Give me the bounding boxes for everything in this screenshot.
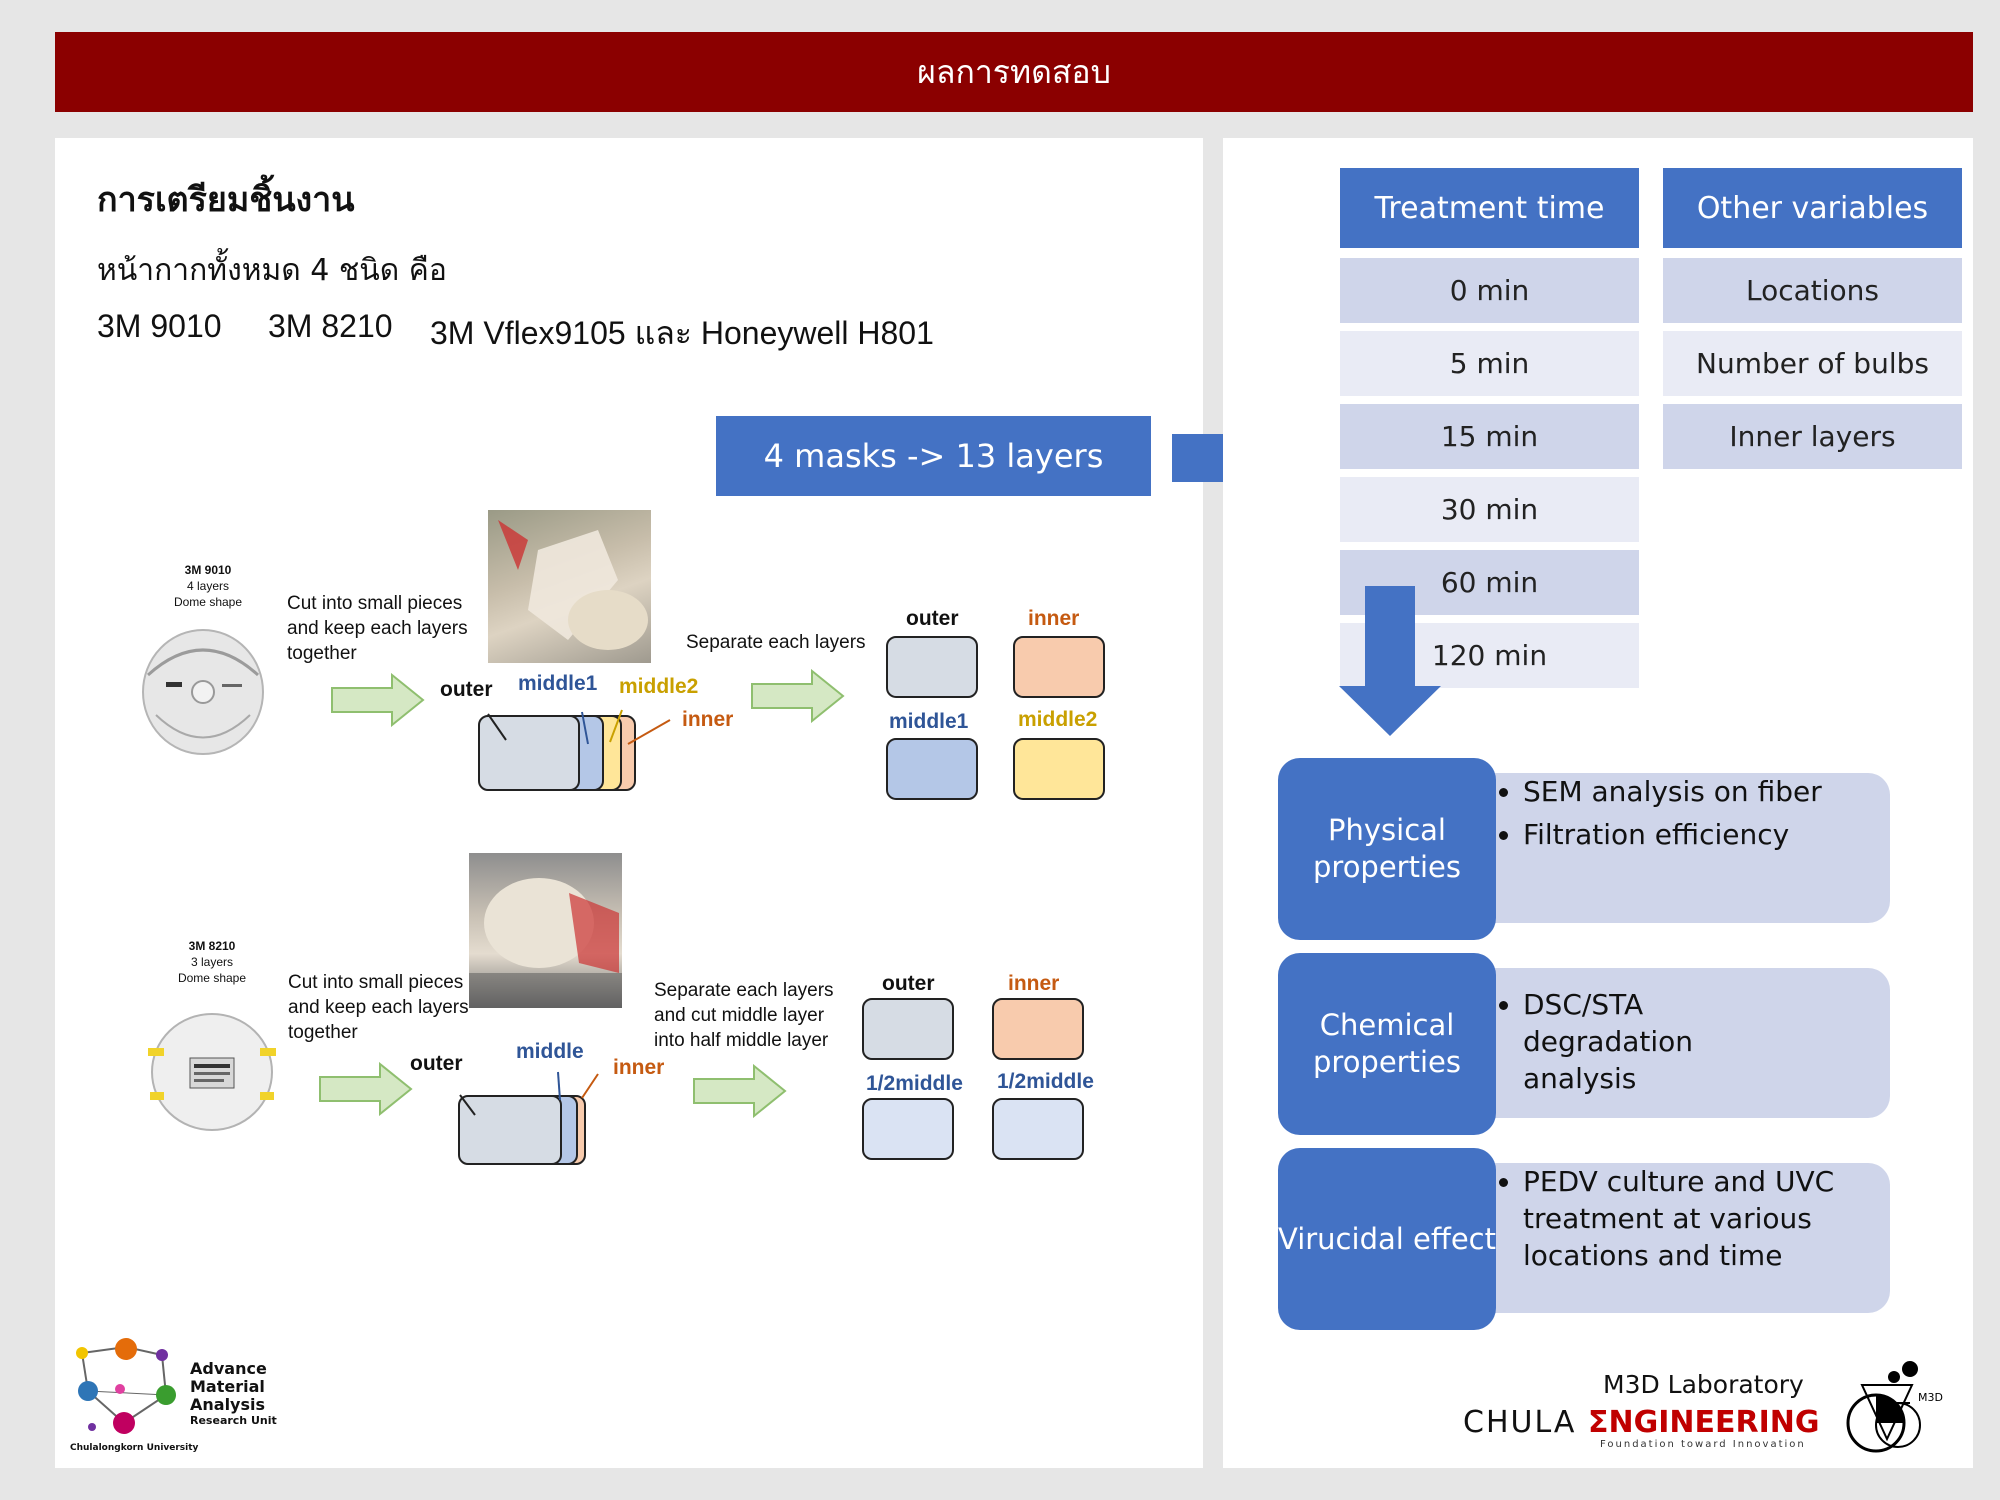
p2-result-inner <box>992 998 1084 1060</box>
mask1-layers: 4 layers <box>186 579 230 593</box>
p1-label-middle1: middle1 <box>518 672 598 695</box>
intro-text: หน้ากากทั้งหมด 4 ชนิด คือ <box>97 253 447 288</box>
mask2-shape: Dome shape <box>177 971 247 985</box>
p1-result-inner <box>1013 636 1105 698</box>
p1-pointer-lines <box>487 709 671 745</box>
logo-university: Chulalongkorn University <box>70 1443 199 1453</box>
other-variable-0: Locations <box>1663 258 1962 323</box>
treatment-time-1: 5 min <box>1340 331 1639 396</box>
cutting-photo-2 <box>469 853 622 1008</box>
treatment-time-3: 30 min <box>1340 477 1639 542</box>
model-3: 3M Vflex9105 และ Honeywell H801 <box>430 315 934 351</box>
p1-result-middle2 <box>1013 738 1105 800</box>
process2-step-text: Cut into small pieces and keep each laye… <box>288 972 469 1043</box>
p1-label-inner: inner <box>682 708 734 731</box>
p1-result-label-inner: inner <box>1028 607 1080 630</box>
chula-text: CHULA <box>1463 1405 1577 1440</box>
other-variable-1: Number of bulbs <box>1663 331 1962 396</box>
mask1-shape: Dome shape <box>173 595 243 609</box>
p1-label-middle2: middle2 <box>619 675 699 698</box>
physical-item-2: Filtration efficiency <box>1523 816 1890 853</box>
p2-label-inner: inner <box>613 1056 665 1079</box>
p2-label-middle: middle <box>516 1040 584 1063</box>
logo-line1: Advance <box>190 1359 267 1378</box>
p2-result-half1 <box>862 1098 954 1160</box>
p1-result-label-middle1: middle1 <box>889 710 969 733</box>
mask1-name: 3M 9010 <box>184 563 232 577</box>
treatment-header: Treatment time <box>1340 168 1639 248</box>
research-unit-logo-icon <box>76 1338 176 1434</box>
mask2-name: 3M 8210 <box>188 939 236 953</box>
p1-stack-outer <box>478 715 580 791</box>
process2-green-arrow-1 <box>319 1062 413 1116</box>
treatment-time-0: 0 min <box>1340 258 1639 323</box>
p2-result-label-half1: 1/2middle <box>866 1072 963 1095</box>
model-1: 3M 9010 <box>97 308 222 344</box>
page-banner: ผลการทดสอบ <box>55 32 1973 112</box>
virucidal-item-1: PEDV culture and UVC treatment at variou… <box>1523 1163 1890 1274</box>
cutting-photo-1 <box>488 510 651 663</box>
p2-result-label-half2: 1/2middle <box>997 1070 1094 1093</box>
mask2-layers: 3 layers <box>190 955 234 969</box>
left-panel <box>55 138 1203 1468</box>
mask-8210-image <box>148 1013 276 1131</box>
other-variables-header: Other variables <box>1663 168 1962 248</box>
logo-line4: Research Unit <box>190 1414 277 1427</box>
p1-result-middle1 <box>886 738 978 800</box>
p1-result-label-outer: outer <box>906 607 959 630</box>
physical-item-1: SEM analysis on fiber <box>1523 773 1890 810</box>
lab-name: M3D Laboratory <box>1603 1370 1804 1399</box>
logo-line2: Material <box>190 1377 265 1396</box>
other-variable-2: Inner layers <box>1663 404 1962 469</box>
p2-label-outer: outer <box>410 1052 463 1075</box>
section-title: การเตรียมชิ้นงาน <box>97 180 355 220</box>
p1-label-outer: outer <box>440 678 493 701</box>
page-title: ผลการทดสอบ <box>917 52 1111 91</box>
process1-step-text: Cut into small pieces and keep each laye… <box>287 593 468 664</box>
process2-green-arrow-2 <box>693 1064 787 1118</box>
process1-green-arrow-2 <box>751 669 845 723</box>
chemical-properties-head: Chemical properties <box>1278 953 1496 1135</box>
logo-line3: Analysis <box>190 1395 266 1414</box>
p2-result-outer <box>862 998 954 1060</box>
model-2: 3M 8210 <box>268 308 393 344</box>
engineering-text: ΣNGINEERING <box>1588 1405 1820 1440</box>
p2-pointer-lines <box>459 1071 599 1116</box>
chemical-item-1: DSC/STA degradation analysis <box>1523 986 1753 1097</box>
physical-properties-body: SEM analysis on fiber Filtration efficie… <box>1485 773 1890 923</box>
process1-separate-text: Separate each layers <box>686 632 866 653</box>
virucidal-effect-body: PEDV culture and UVC treatment at variou… <box>1485 1163 1890 1313</box>
p1-result-outer <box>886 636 978 698</box>
p1-result-label-middle2: middle2 <box>1018 708 1098 731</box>
process1-green-arrow-1 <box>331 673 425 727</box>
mask-9010-image <box>142 629 264 755</box>
virucidal-effect-head: Virucidal effect <box>1278 1148 1496 1330</box>
process2-separate-text: Separate each layers and cut middle laye… <box>654 980 834 1051</box>
engineering-tagline: Foundation toward Innovation <box>1600 1439 1806 1450</box>
physical-properties-head: Physical properties <box>1278 758 1496 940</box>
p2-result-half2 <box>992 1098 1084 1160</box>
p2-stack-outer <box>458 1095 562 1165</box>
chemical-properties-body: DSC/STA degradation analysis <box>1485 968 1890 1118</box>
m3d-mark-text: M3D <box>1918 1391 1943 1404</box>
down-arrow-icon <box>1339 586 1441 736</box>
p2-result-label-outer: outer <box>882 972 935 995</box>
m3d-logo-icon: M3D <box>1846 1361 1943 1453</box>
p2-result-label-inner: inner <box>1008 972 1060 995</box>
treatment-time-2: 15 min <box>1340 404 1639 469</box>
summary-box: 4 masks -> 13 layers <box>716 416 1151 496</box>
